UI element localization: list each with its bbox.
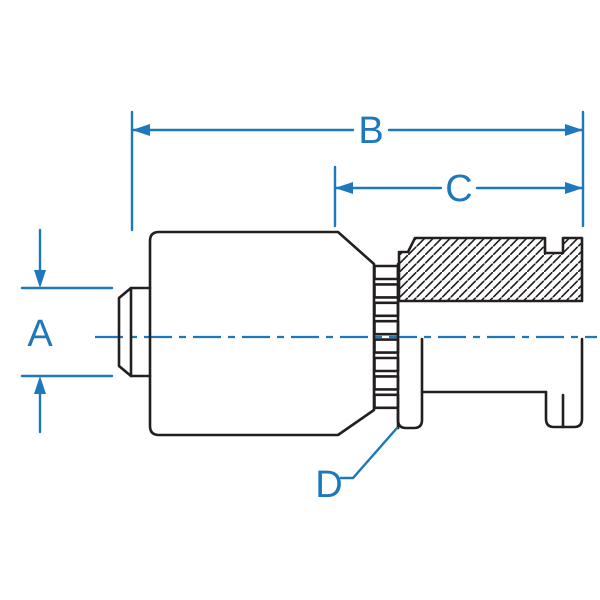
serration-segment: [373, 319, 400, 336]
arrowhead-b-left: [132, 124, 150, 136]
dimension-b: [130, 110, 585, 232]
arrowhead-a-top: [34, 270, 46, 288]
dimension-label-c: C: [445, 168, 472, 210]
fitting-outline: [117, 230, 584, 437]
arrowhead-c-right: [565, 182, 583, 194]
ferrule-body: [148, 230, 376, 437]
serration-segment: [373, 301, 400, 318]
ferrule-collar: [117, 286, 152, 378]
serration-segment: [373, 356, 400, 373]
serration-segment: [373, 338, 400, 354]
dimension-c: [333, 165, 585, 228]
flange-head-section: [397, 236, 584, 303]
dimension-label-a: A: [27, 313, 53, 355]
serration-segment: [373, 393, 400, 410]
serration-segment: [373, 264, 400, 281]
flange-outline: [544, 337, 584, 429]
arrowhead-c-left: [335, 182, 353, 194]
arrowhead-b-right: [565, 124, 583, 136]
dimension-label-d: D: [315, 464, 342, 506]
dimensions: [20, 110, 585, 480]
serration-segment: [373, 375, 400, 391]
serration-segment: [373, 283, 400, 299]
leader-line-d: [339, 426, 399, 480]
dimension-a: [20, 228, 114, 434]
dimension-label-b: B: [358, 110, 383, 152]
arrowhead-a-bottom: [34, 376, 46, 394]
shoulder-outline: [396, 337, 424, 430]
